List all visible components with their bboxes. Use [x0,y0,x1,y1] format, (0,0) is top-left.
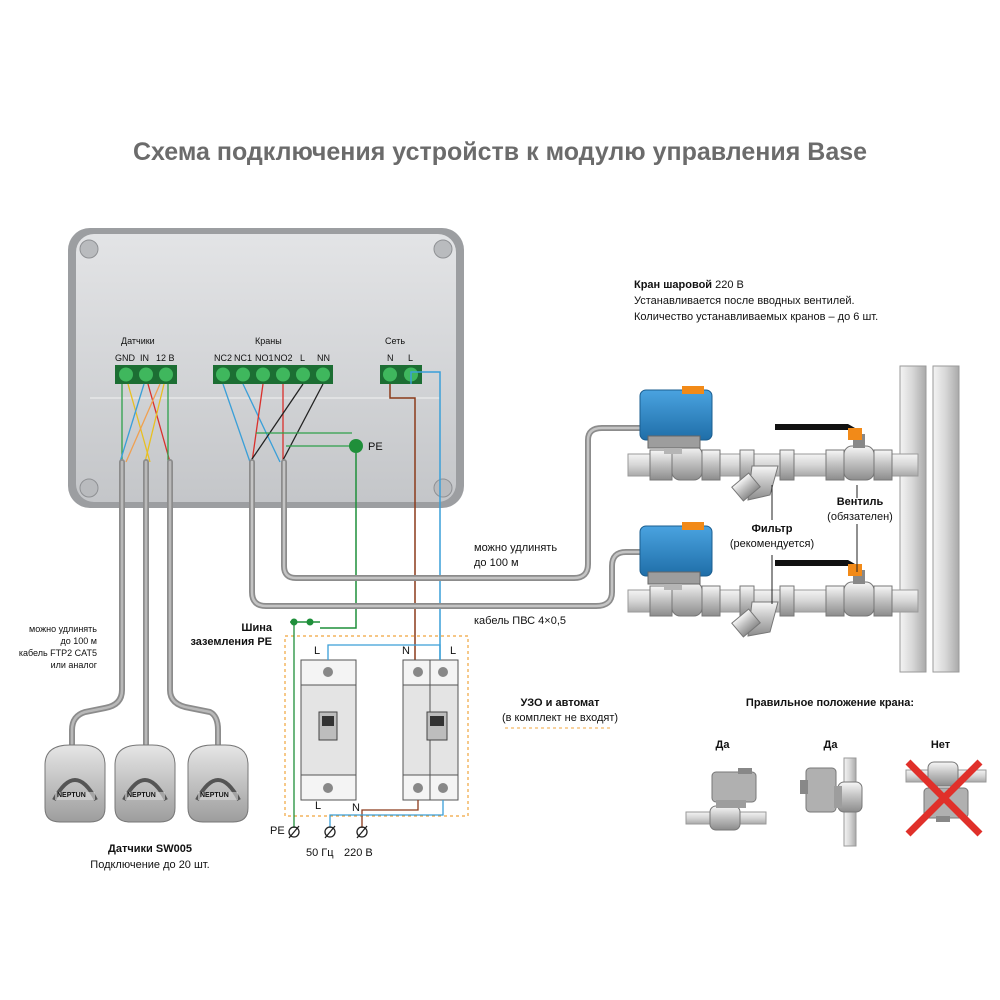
breaker-top-l: L [450,645,457,657]
position-no: Нет [930,739,951,751]
valve-internal-wires [222,383,352,463]
filter-title: Фильтр [751,523,793,535]
power-wires [320,371,441,660]
breakers-note: (в комплект не входят) [501,712,619,724]
ball-valve-line2: Количество устанавливаемых кранов – до 6… [634,311,879,323]
upper-actuator [639,386,713,454]
terminal-power-n: N [387,353,394,363]
mains-pe-label: PE [270,825,285,837]
leader-lines [771,485,858,604]
pe-terminal [349,439,363,453]
diagram-title: Схема подключения устройств к модулю упр… [132,138,868,166]
terminal-12v: 12 B [156,353,175,363]
orientation-no-inverted [905,759,987,837]
power-group-label: Сеть [385,336,406,346]
filter-note: (рекомендуется) [729,538,815,550]
terminal-gnd: GND [115,353,135,363]
mains-bottom-l: L [315,800,322,812]
terminal-in: IN [140,353,149,363]
valve-terminal-block [213,365,333,384]
ground-bus-line2: заземления PE [190,636,272,648]
pe-label: PE [368,441,383,453]
orientation-yes-vertical [800,757,863,847]
valve-cable-extend-line2: до 100 м [474,557,519,569]
terminal-no1: NO1 [255,353,274,363]
terminal-power-l: L [408,353,414,363]
upper-pipeline [627,424,919,502]
sensor-cable-line1: можно удлинять [29,624,97,634]
water-sensor-2 [114,744,176,823]
valve-cable-extend-line1: можно удлинять [474,542,558,554]
sensor-cable-line3: кабель FTP2 CAT5 [18,648,97,658]
position-yes-2: Да [823,739,838,751]
terminal-nc2: NC2 [214,353,233,363]
sensor-1-brand: NEPTUN [57,792,86,799]
breaker-top-n: N [402,645,410,657]
terminal-nn: NN [317,353,330,363]
power-terminal-block [380,365,422,384]
terminal-nc1: NC1 [234,353,253,363]
shutoff-note: (обязателен) [827,511,893,523]
lower-pipeline [627,560,919,638]
shutoff-title: Вентиль [836,496,884,508]
ground-bus-line1: Шина [241,622,272,634]
position-yes-1: Да [715,739,730,751]
breaker-device [402,659,459,801]
water-sensor-1 [44,744,106,823]
terminal-no2: NO2 [274,353,293,363]
ball-valve-heading: Кран шаровой 220 В [634,278,744,292]
orientation-yes-horizontal [685,768,767,831]
ball-valve-voltage: 220 В [715,279,744,291]
vertical-pipes [899,365,960,673]
rcd-device [300,659,357,801]
valve-cable-type: кабель ПВС 4×0,5 [474,615,567,627]
breakers-title: УЗО и автомат [520,697,600,709]
sensor-internal-wires [119,383,171,463]
sensors-note: Подключение до 20 шт. [90,859,210,871]
sensor-3-brand: NEPTUN [200,792,229,799]
position-title: Правильное положение крана: [745,697,915,709]
sensor-2-brand: NEPTUN [127,792,156,799]
ball-valve-line1: Устанавливается после вводных вентилей. [634,295,855,307]
water-sensor-3 [187,744,249,823]
sensor-cable-line2: до 100 м [60,636,97,646]
rcd-top-l: L [314,645,321,657]
ground-bus [290,618,320,626]
sensor-terminal-block [115,365,177,384]
sensors-title: Датчики SW005 [108,843,192,855]
mains-terminals [288,825,368,839]
breaker-wires [293,620,444,828]
mains-voltage: 220 В [344,847,373,859]
breakers-box [284,635,469,817]
valves-group-label: Краны [255,336,282,346]
mains-frequency: 50 Гц [306,847,334,859]
lower-actuator [639,522,713,590]
mains-bottom-n: N [352,802,360,814]
terminal-l: L [300,353,306,363]
sensors-group-label: Датчики [121,336,155,346]
sensor-cable-line4: или аналог [50,660,97,670]
ball-valve-title: Кран шаровой [634,279,713,291]
